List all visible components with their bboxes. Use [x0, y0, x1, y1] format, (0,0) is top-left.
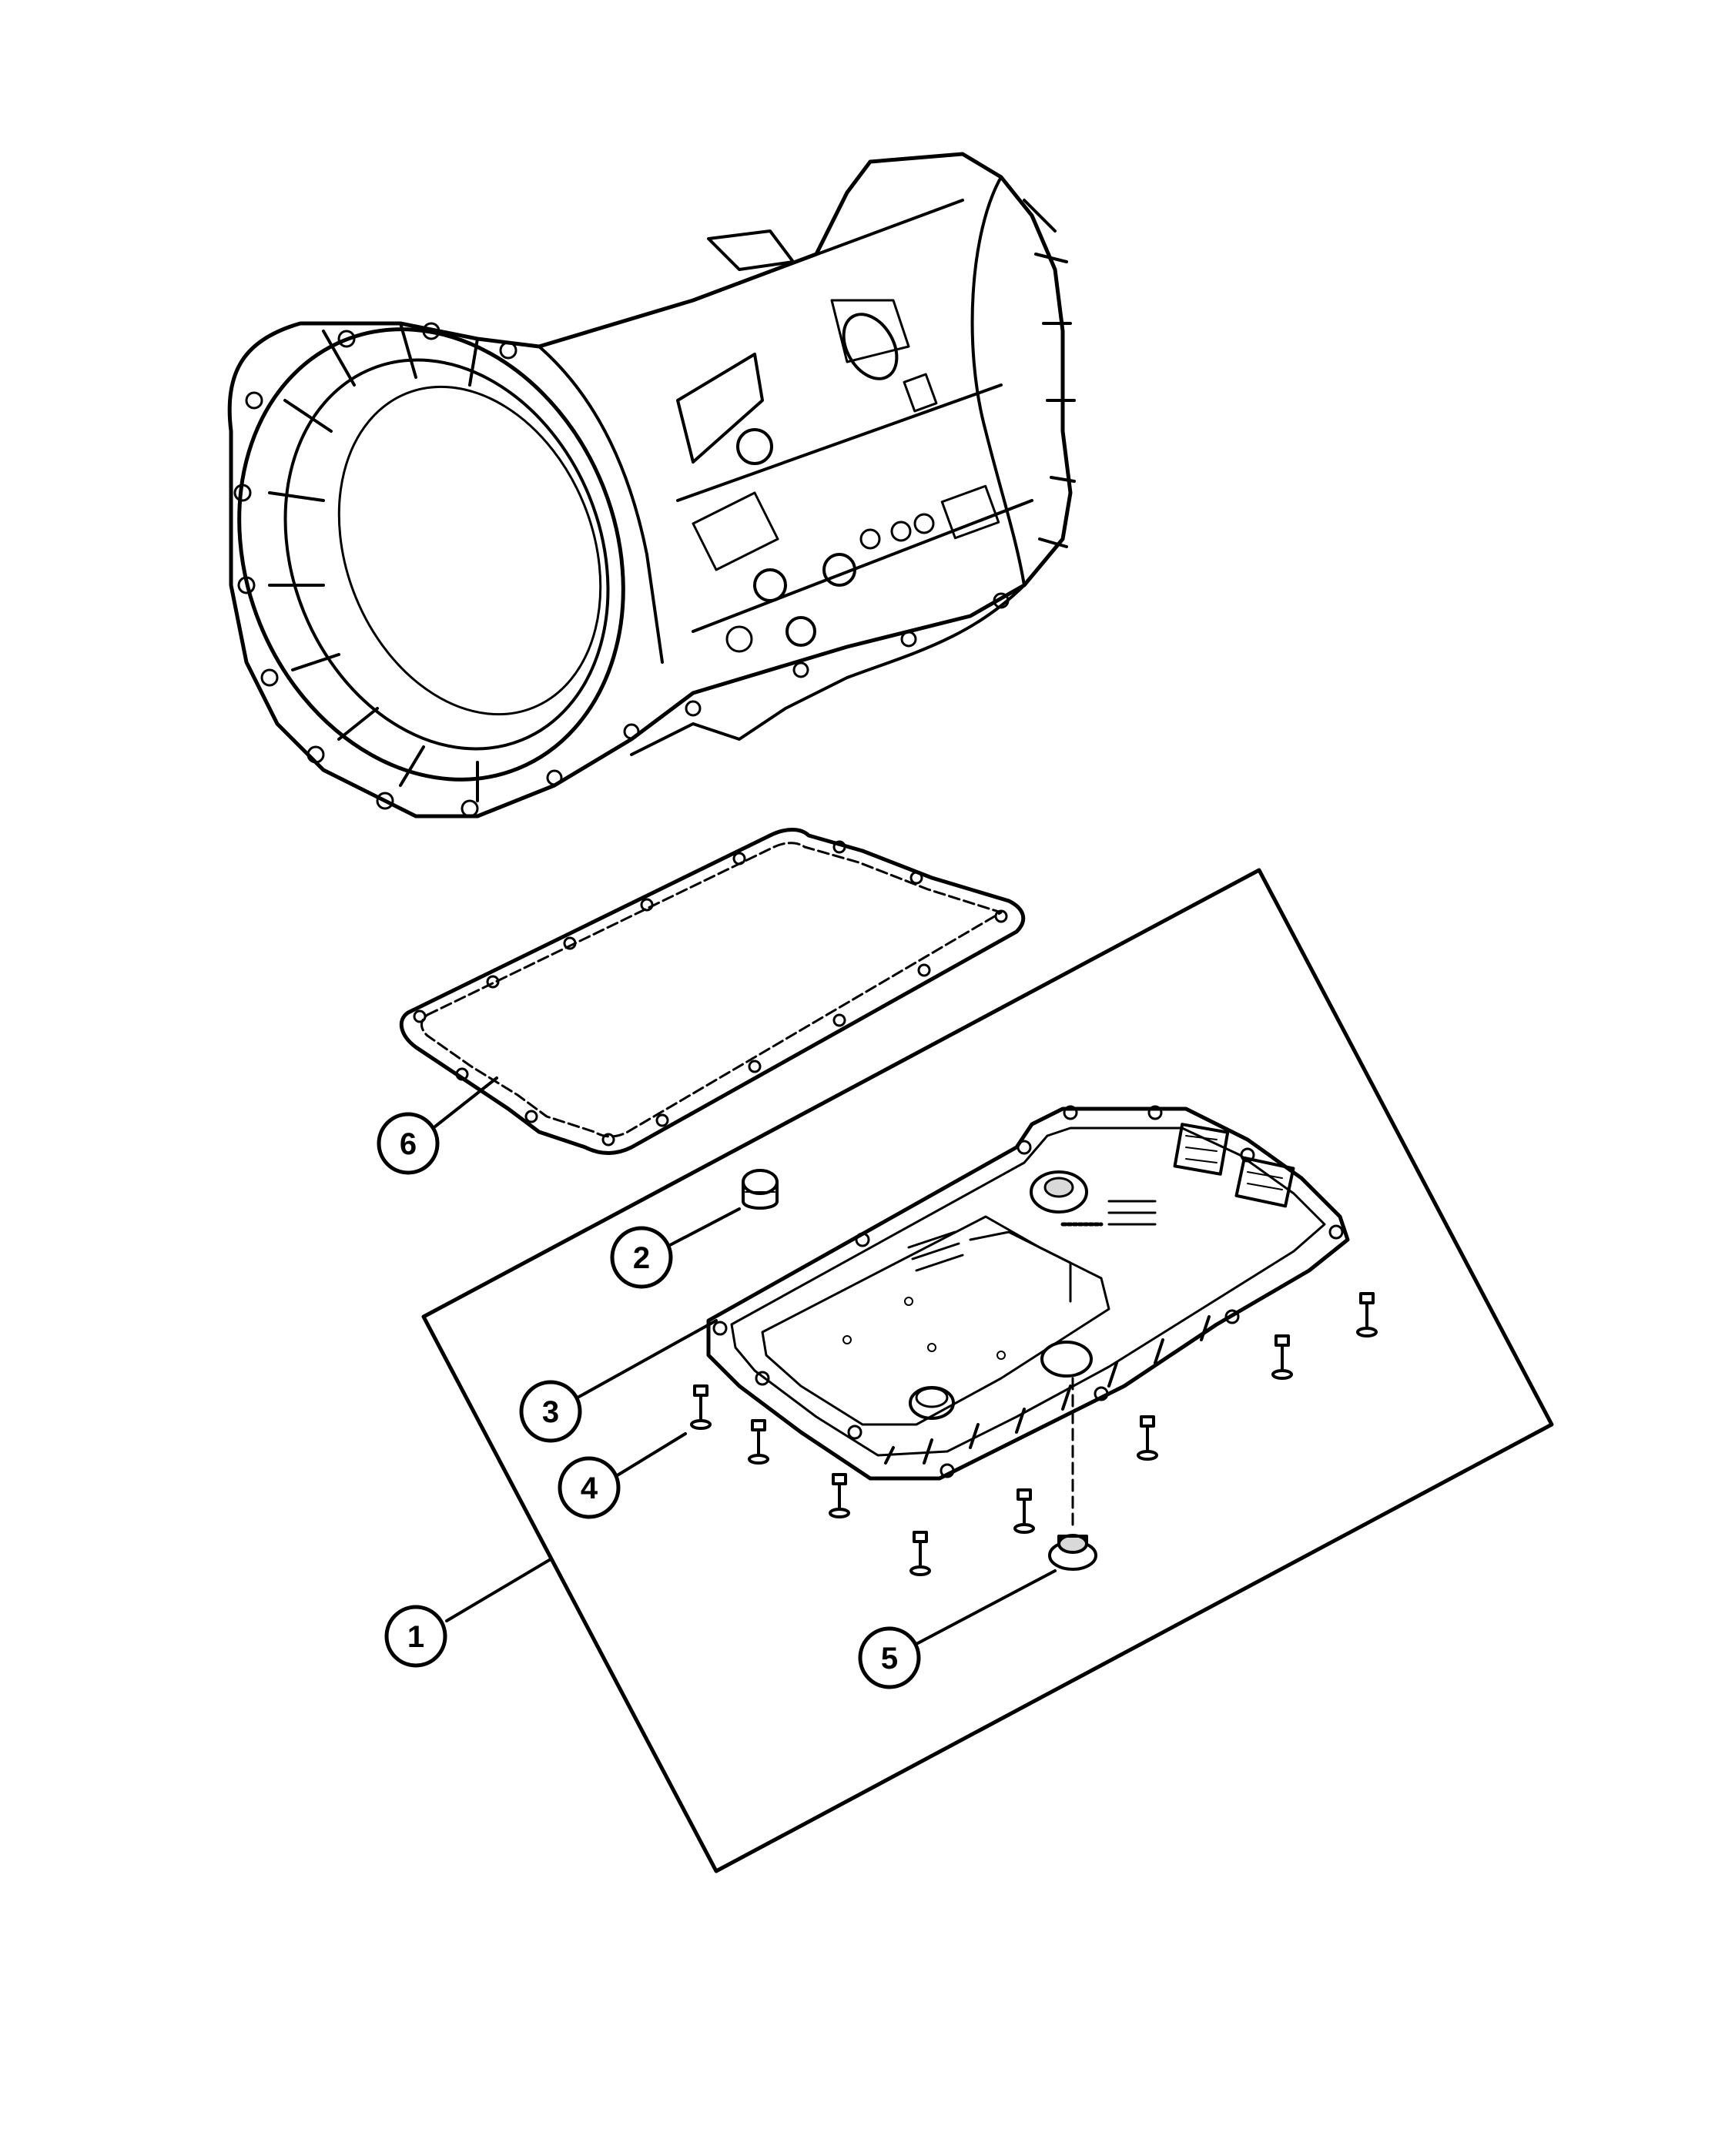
- callout-label: 3: [542, 1395, 559, 1429]
- callout-label: 2: [633, 1241, 650, 1275]
- fill-plug: [742, 1169, 779, 1210]
- callout-label: 5: [881, 1642, 898, 1676]
- callout-1: 1: [384, 1605, 447, 1668]
- leader-2: [668, 1207, 741, 1247]
- leader-3: [576, 1319, 718, 1399]
- pan-gasket: [399, 828, 1026, 1155]
- callout-4: 4: [558, 1456, 621, 1519]
- pan-bolt: [829, 1473, 850, 1518]
- leader-lines: [434, 1076, 1057, 1645]
- callout-3: 3: [519, 1380, 582, 1443]
- callout-5: 5: [858, 1626, 921, 1689]
- pan-bolt: [1137, 1415, 1158, 1461]
- leader-4: [615, 1432, 687, 1478]
- pan-bolts: [690, 1292, 1378, 1576]
- callout-6: 6: [377, 1112, 440, 1175]
- callout-label: 1: [407, 1620, 424, 1654]
- transmission-case: [227, 152, 1076, 819]
- leader-5: [915, 1569, 1057, 1645]
- leader-1: [445, 1558, 552, 1622]
- callout-label: 4: [581, 1471, 598, 1505]
- kit-boundary: [421, 868, 1554, 1873]
- oil-pan: [706, 1105, 1350, 1530]
- pan-bolt: [909, 1531, 931, 1576]
- drain-plug: [1048, 1534, 1097, 1571]
- pan-bolt: [690, 1384, 712, 1430]
- pan-bolt: [1271, 1334, 1293, 1380]
- callout-label: 6: [400, 1127, 417, 1161]
- callout-2: 2: [610, 1226, 673, 1289]
- pan-bolt: [748, 1419, 769, 1465]
- pan-bolt: [1356, 1292, 1378, 1337]
- leader-6: [434, 1076, 498, 1128]
- pan-bolt: [1013, 1488, 1035, 1534]
